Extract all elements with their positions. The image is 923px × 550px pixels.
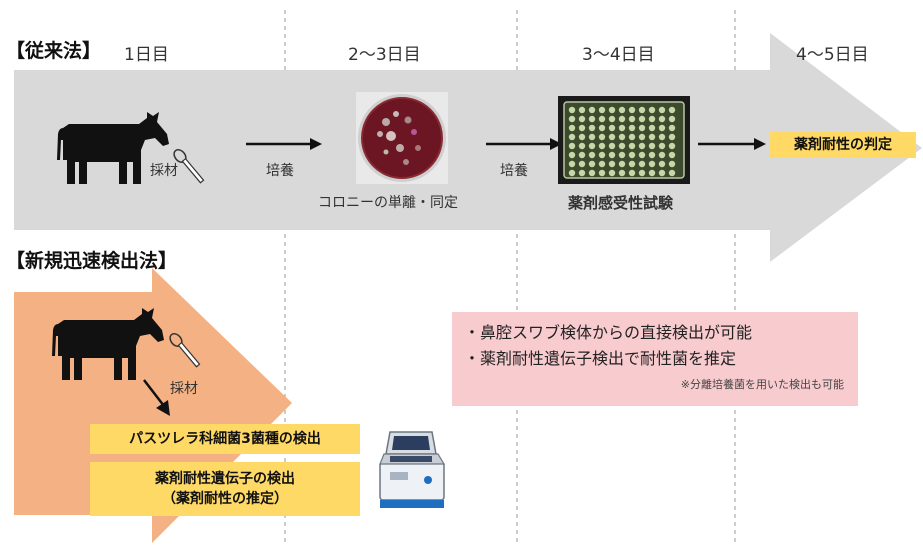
process-arrow-2 <box>486 138 562 150</box>
petri-dish-image <box>356 92 448 184</box>
rapid-method-title: 【新規迅速検出法】 <box>6 250 178 272</box>
process-arrow-1 <box>246 138 322 150</box>
cow-icon-rapid <box>52 308 164 380</box>
pasteurellaceae-detection-box: パスツレラ科細菌3菌種の検出 <box>90 424 360 454</box>
resistance-gene-detection-line2: （薬剤耐性の推定） <box>162 491 288 507</box>
colony-isolation-label: コロニーの単離・同定 <box>318 195 458 211</box>
swab-icon-rapid <box>169 332 201 368</box>
note-footnote: ※分離培養菌を用いた検出も可能 <box>680 378 844 391</box>
susceptibility-test-label: 薬剤感受性試験 <box>568 194 674 212</box>
note-direct-detection: ・鼻腔スワブ検体からの直接検出が可能 <box>464 323 753 342</box>
resistance-gene-detection-line1: 薬剤耐性遺伝子の検出 <box>155 471 295 487</box>
sampling-label-conventional: 採材 <box>150 163 178 179</box>
pcr-machine-icon <box>379 431 446 508</box>
well-plate-image <box>558 96 690 184</box>
notes-box: ・鼻腔スワブ検体からの直接検出が可能 ・薬剤耐性遺伝子検出で耐性菌を推定 ※分離… <box>452 312 858 406</box>
resistance-gene-detection-box: 薬剤耐性遺伝子の検出 （薬剤耐性の推定） <box>90 462 360 516</box>
day-1-label: 1日目 <box>124 45 169 65</box>
cow-icon <box>57 112 169 184</box>
process-arrow-3 <box>698 138 766 150</box>
sampling-label-rapid: 採材 <box>170 381 198 397</box>
day-2-3-label: 2〜3日目 <box>348 45 421 65</box>
culture-label-1: 培養 <box>266 163 294 179</box>
resistance-judgment-box: 薬剤耐性の判定 <box>770 132 916 158</box>
note-resistance-estimation: ・薬剤耐性遺伝子検出で耐性菌を推定 <box>464 349 737 368</box>
sampling-arrow <box>143 379 170 416</box>
day-3-4-label: 3〜4日目 <box>582 45 655 65</box>
culture-label-2: 培養 <box>500 163 528 179</box>
conventional-timeline-arrow <box>14 33 922 262</box>
day-4-5-label: 4〜5日目 <box>796 45 869 65</box>
swab-icon <box>173 148 205 184</box>
conventional-title: 【従来法】 <box>6 40 102 62</box>
